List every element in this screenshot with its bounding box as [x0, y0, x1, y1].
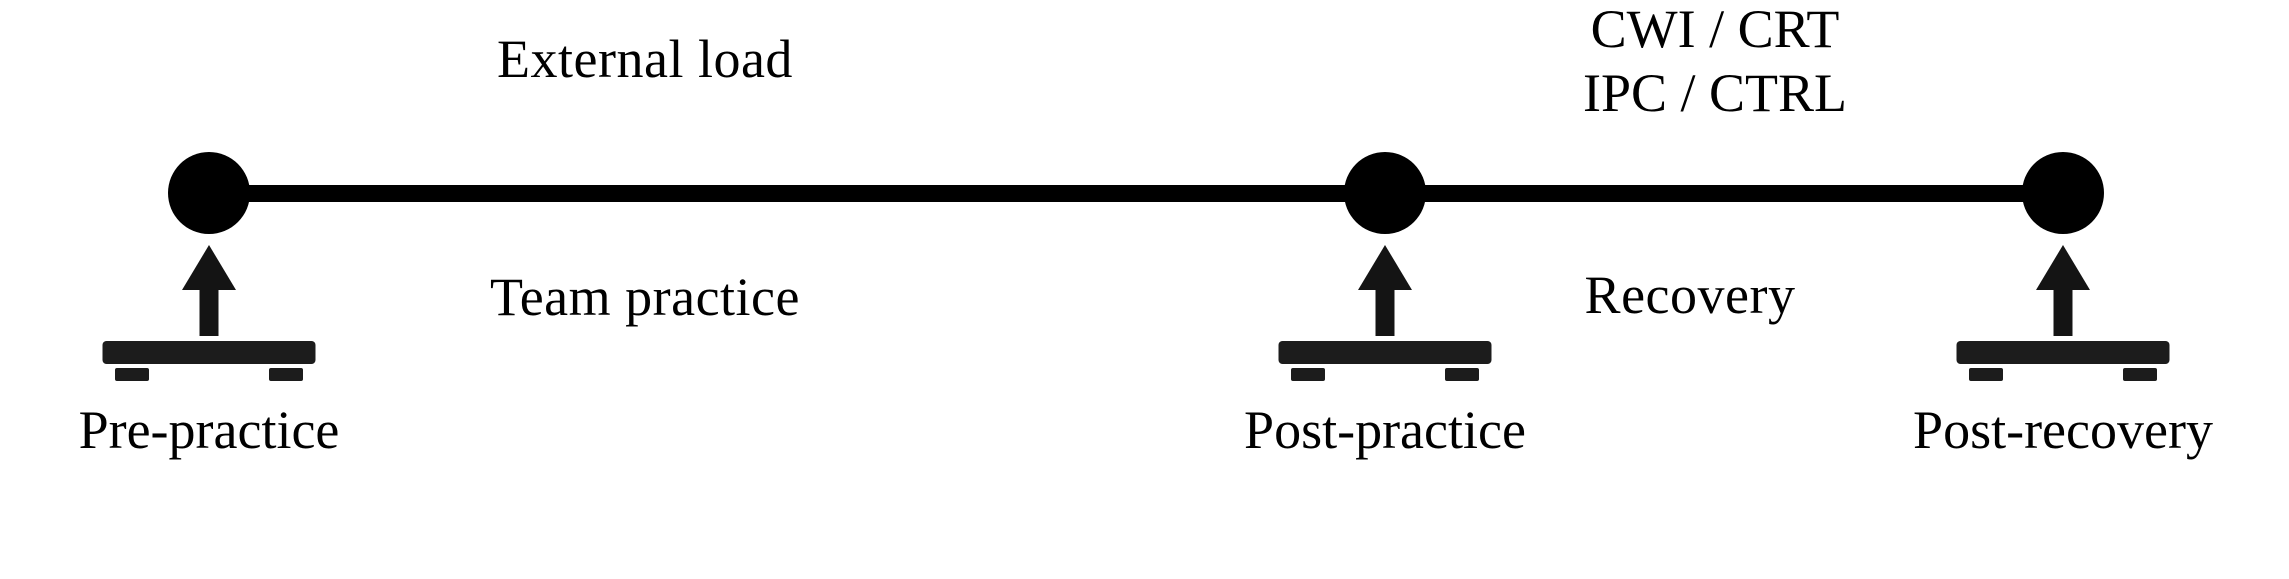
- intervention-label-ipc-ctrl: IPC / CTRL: [1582, 62, 1848, 123]
- arrow-shaft: [2053, 288, 2073, 336]
- bench-icon: [1853, 341, 2273, 387]
- bench-icon: [1175, 341, 1595, 387]
- bench-top: [102, 341, 316, 364]
- bench-leg-right: [1445, 368, 1479, 381]
- arrow-up-icon: [1853, 245, 2273, 336]
- intervention-group-labels: CWI / CRT IPC / CTRL: [1455, 0, 1975, 125]
- measurement-station-post-recovery: Post-recovery: [1853, 245, 2273, 457]
- measurement-station-pre-practice: Pre-practice: [0, 245, 419, 457]
- bench-leg-right: [2123, 368, 2157, 381]
- external-load-label: External load: [497, 29, 793, 89]
- timeline-node-icon-post-recovery: [2022, 152, 2104, 234]
- arrow-head: [2036, 245, 2090, 290]
- bench-leg-left: [115, 368, 149, 381]
- team-practice-label: Team practice: [489, 267, 800, 327]
- bench-leg-left: [1291, 368, 1325, 381]
- arrow-shaft: [199, 288, 219, 336]
- bench-top: [1956, 341, 2170, 364]
- recovery-label: Recovery: [1584, 265, 1796, 325]
- bench-icon: [0, 341, 419, 387]
- station-caption-post-practice: Post-practice: [1244, 400, 1526, 460]
- timeline-node-icon-post-practice: [1344, 152, 1426, 234]
- intervention-label-cwi-crt: CWI / CRT: [1590, 0, 1840, 59]
- arrow-up-icon: [0, 245, 419, 336]
- bench-leg-right: [269, 368, 303, 381]
- bench-top: [1278, 341, 1492, 364]
- arrow-head: [182, 245, 236, 290]
- station-caption-pre-practice: Pre-practice: [78, 400, 340, 460]
- bench-leg-left: [1969, 368, 2003, 381]
- timeline-node-icon-pre-practice: [168, 152, 250, 234]
- arrow-shaft: [1375, 288, 1395, 336]
- arrow-head: [1358, 245, 1412, 290]
- timeline-axis: [195, 185, 2070, 202]
- arrow-up-icon: [1175, 245, 1595, 336]
- measurement-station-post-practice: Post-practice: [1175, 245, 1595, 457]
- station-caption-post-recovery: Post-recovery: [1913, 400, 2213, 460]
